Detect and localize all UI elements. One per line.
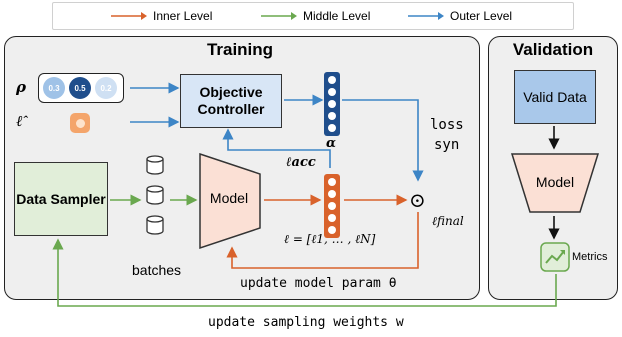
ell-vector xyxy=(324,174,340,238)
batches-label: batches xyxy=(132,262,182,278)
ell-final-label: ℓfinal xyxy=(432,214,464,228)
objective-controller: Objective Controller xyxy=(180,74,282,128)
middle-arrow-icon xyxy=(261,12,297,20)
validation-title: Validation xyxy=(512,40,594,59)
syn-label: syn xyxy=(434,137,460,153)
loss-label: loss xyxy=(430,117,464,133)
metrics-chart-icon xyxy=(540,242,570,272)
rho-weight-2: 0.5 xyxy=(69,77,91,99)
legend: Inner Level Middle Level Outer Level xyxy=(52,2,574,30)
inner-arrow-icon xyxy=(111,12,147,20)
training-model-label: Model xyxy=(209,190,249,206)
rho-weight-1: 0.3 xyxy=(43,77,65,99)
ell-vector-label: ℓ = [ℓ1, … , ℓN] xyxy=(284,232,376,246)
ell-hat-symbol: ℓ̂ xyxy=(16,112,23,130)
ell-hat-token xyxy=(70,113,90,133)
alpha-vector xyxy=(324,72,340,136)
odot-symbol: ⊙ xyxy=(409,188,426,212)
valid-data-box: Valid Data xyxy=(514,70,596,124)
validation-model-shape xyxy=(510,153,600,213)
rho-weights: 0.3 0.5 0.2 xyxy=(38,73,124,103)
update-sampling-label: update sampling weights w xyxy=(208,315,404,330)
data-sampler: Data Sampler xyxy=(14,162,108,236)
legend-inner: Inner Level xyxy=(111,3,212,29)
legend-middle: Middle Level xyxy=(261,3,370,29)
outer-arrow-icon xyxy=(408,12,444,20)
alpha-symbol: α xyxy=(326,136,337,151)
metrics-label: Metrics xyxy=(572,251,608,263)
rho-symbol: ρ xyxy=(16,78,26,96)
legend-inner-label: Inner Level xyxy=(153,9,213,23)
legend-middle-label: Middle Level xyxy=(303,9,371,23)
update-model-label: update model param θ xyxy=(240,276,397,291)
ell-acc-label: ℓacc xyxy=(286,155,316,170)
legend-outer: Outer Level xyxy=(408,3,512,29)
rho-weight-3: 0.2 xyxy=(95,77,117,99)
batches-icon xyxy=(146,155,164,235)
legend-outer-label: Outer Level xyxy=(450,9,513,23)
training-title: Training xyxy=(206,40,274,59)
validation-model-label: Model xyxy=(535,174,575,190)
